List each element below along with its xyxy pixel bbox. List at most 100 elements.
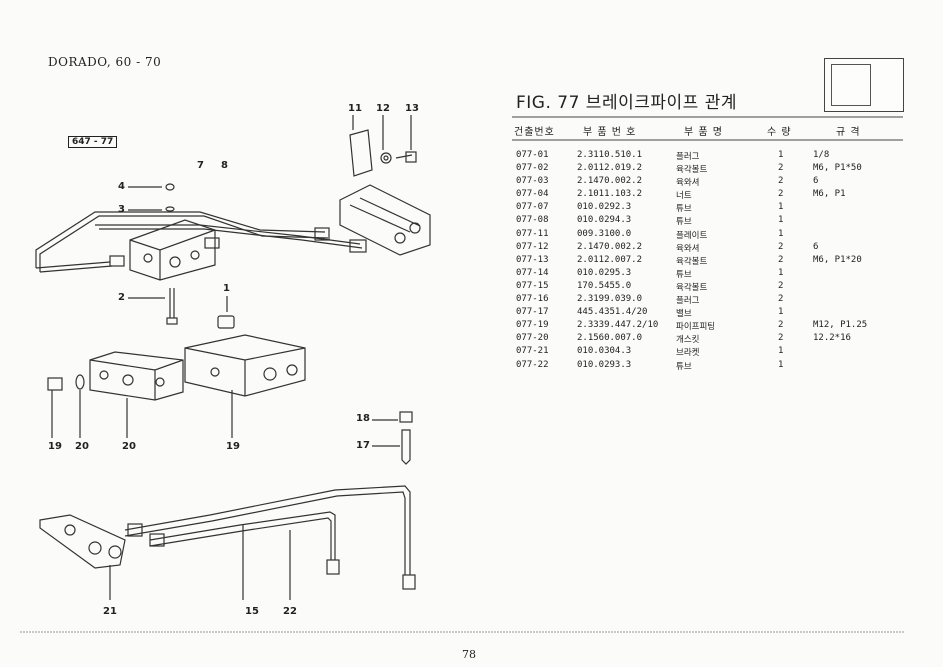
part-number-cell: 2.1011.103.2 (577, 189, 643, 200)
valve-block-18 (89, 351, 184, 438)
part-name-cell: 튜브 (676, 217, 692, 228)
callout-20: 20 (75, 441, 89, 452)
part-number-cell: 010.0293.3 (577, 359, 632, 370)
lower-pipe-assembly (124, 485, 416, 600)
callout-15: 17 (356, 440, 370, 451)
part-number-cell: 2.3199.039.0 (577, 294, 643, 305)
thumbnail-frame (831, 64, 871, 106)
part-number-cell: 010.0295.3 (577, 267, 632, 278)
qty-cell: 2 (778, 254, 784, 265)
part-number-cell: 2.1470.002.2 (577, 241, 643, 252)
part-name-cell: 플레이트 (676, 230, 708, 241)
fitting-and-gasket (47, 374, 85, 438)
part-number-cell: 010.0304.3 (577, 346, 632, 357)
ref-cell: 077-07 (516, 202, 549, 213)
ref-cell: 077-08 (516, 215, 549, 226)
ref-cell: 077-17 (516, 307, 549, 318)
qty-cell: 1 (778, 150, 784, 160)
part-number-cell: 010.0292.3 (577, 202, 632, 213)
callout-8: 8 (221, 160, 228, 171)
qty-cell: 2 (778, 163, 784, 174)
ref-cell: 077-16 (516, 294, 549, 305)
upper-valve-block (129, 219, 216, 281)
part-name-cell: 튜브 (676, 269, 692, 280)
callout-2: 2 (118, 292, 125, 303)
part-name-cell: 밸브 (676, 309, 692, 320)
plate-washer-bolt (349, 115, 417, 177)
table-row: 077-07 010.0292.3 튜브 1 (516, 202, 896, 215)
callout-22: 22 (283, 606, 297, 617)
callout-1: 1 (223, 283, 230, 294)
spec-cell: 6 (813, 176, 819, 187)
ref-cell: 077-22 (516, 359, 549, 370)
part-name-cell: 육와셔 (676, 178, 700, 189)
qty-cell: 2 (778, 320, 784, 331)
part-number-cell: 2.1470.002.2 (577, 176, 643, 187)
qty-cell: 1 (778, 307, 784, 318)
callout-21: 21 (103, 606, 117, 617)
spec-cell: M6, P1*20 (813, 254, 862, 265)
qty-cell: 1 (778, 359, 784, 370)
page-number: 78 (462, 648, 476, 661)
col-header-part-name: 부 품 명 (684, 127, 723, 138)
col-header-part-number: 부 품 번 호 (583, 127, 637, 138)
part-name-cell: 튜브 (676, 204, 692, 215)
part-name-cell: 브라켓 (676, 348, 700, 359)
part-number-cell: 2.3339.447.2/10 (577, 320, 659, 331)
qty-cell: 2 (778, 333, 784, 344)
qty-cell: 1 (778, 202, 784, 213)
ref-cell: 077-12 (516, 241, 549, 252)
col-header-ref: 건출번호 (514, 127, 555, 138)
part-name-cell: 육각볼트 (676, 165, 708, 176)
part-number-cell: 2.0112.019.2 (577, 163, 643, 174)
callout-18: 20 (122, 441, 136, 452)
ref-cell: 077-13 (516, 254, 549, 265)
callout-3: 3 (118, 204, 125, 215)
qty-cell: 2 (778, 176, 784, 187)
ref-cell: 077-03 (516, 176, 549, 187)
qty-cell: 2 (778, 280, 784, 291)
col-header-qty: 수 량 (767, 127, 792, 138)
part-number-cell: 170.5455.0 (577, 280, 632, 291)
ref-cell: 077-11 (516, 228, 549, 239)
part-number-cell: 010.0294.3 (577, 215, 632, 226)
table-row: 077-08 010.0294.3 튜브 1 (516, 215, 896, 228)
spec-cell: M12, P1.25 (813, 320, 868, 331)
part-name-cell: 플러그 (676, 152, 700, 162)
ref-cell: 077-04 (516, 189, 549, 200)
callout-19: 19 (48, 441, 62, 452)
nut-and-washer (128, 183, 175, 212)
callout-14: 15 (245, 606, 259, 617)
qty-cell: 1 (778, 228, 784, 239)
callout-12: 12 (376, 103, 390, 114)
ref-cell: 077-14 (516, 267, 549, 278)
part-name-cell: 육와셔 (676, 243, 700, 254)
table-row: 077-16 2.3199.039.0 플러그 2 (516, 294, 896, 307)
part-name-cell: 플러그 (676, 296, 700, 307)
qty-cell: 2 (778, 294, 784, 305)
callout-17: 19 (226, 441, 240, 452)
col-header-spec: 규 격 (836, 127, 861, 138)
part-number-cell: 2.1560.007.0 (577, 333, 643, 344)
callout-7: 7 (197, 160, 204, 171)
ref-cell: 077-20 (516, 333, 549, 344)
spec-cell: 1/8 (813, 150, 830, 160)
spec-cell: 6 (813, 241, 819, 252)
lower-bracket (39, 514, 126, 600)
location-thumbnail (824, 58, 904, 112)
qty-cell: 1 (778, 215, 784, 226)
part-name-cell: 개스킷 (676, 335, 700, 346)
part-name-cell: 파이프피팅 (676, 322, 716, 333)
model-header: DORADO, 60 - 70 (48, 55, 162, 69)
callout-16: 18 (356, 413, 370, 424)
